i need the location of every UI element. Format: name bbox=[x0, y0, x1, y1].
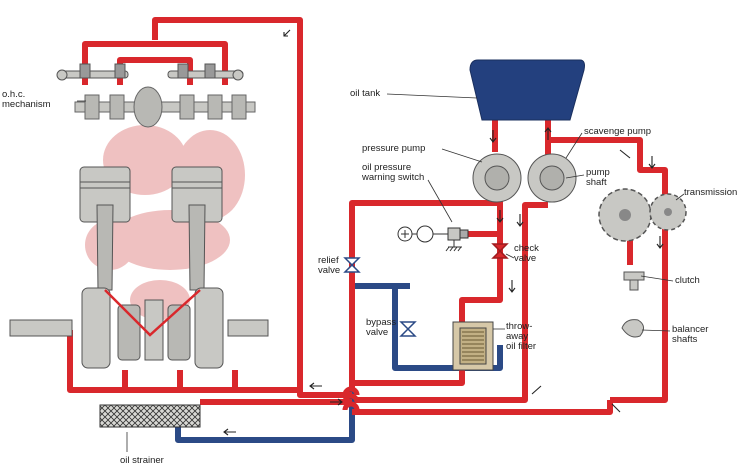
scavenge-pump bbox=[527, 153, 577, 203]
ohc-mechanism bbox=[56, 63, 256, 128]
leader-lines bbox=[77, 93, 685, 452]
label-balancer-shafts-text: balancer shafts bbox=[672, 324, 709, 345]
conrod-right bbox=[188, 204, 206, 291]
check-valve bbox=[491, 243, 509, 259]
transmission-gears bbox=[598, 188, 687, 242]
label-relief-valve-text: relief valve bbox=[318, 255, 341, 276]
return-lines bbox=[175, 283, 503, 443]
lower-return-line bbox=[352, 400, 613, 415]
pressure-pump bbox=[472, 153, 522, 203]
oil-pressure-warning-switch bbox=[397, 225, 469, 252]
label-throw-away-oil-filter: throw- away oil filter bbox=[506, 322, 566, 352]
label-relief-valve: relief valve bbox=[318, 256, 352, 276]
label-ohc-mechanism-text: o.h.c. mechanism bbox=[2, 89, 51, 110]
label-scavenge-pump: scavenge pump bbox=[584, 126, 652, 137]
pistons bbox=[79, 166, 223, 291]
label-balancer-shafts: balancer shafts bbox=[672, 325, 732, 345]
crossover-bumps bbox=[342, 386, 360, 411]
label-bypass-valve-text: bypass valve bbox=[366, 317, 397, 338]
label-oil-strainer: oil strainer bbox=[120, 455, 164, 466]
label-clutch: clutch bbox=[675, 275, 700, 286]
label-ohc-mechanism: o.h.c. mechanism bbox=[2, 90, 72, 110]
ground-icon bbox=[445, 240, 462, 252]
main-gallery-line bbox=[152, 17, 352, 398]
label-throw-away-oil-filter-text: throw- away oil filter bbox=[506, 321, 537, 352]
balancer-shafts bbox=[621, 319, 644, 338]
label-pressure-pump: pressure pump bbox=[362, 143, 426, 154]
scavenge-return-line bbox=[175, 283, 503, 443]
oil-filter bbox=[452, 321, 494, 371]
label-check-valve: check valve bbox=[514, 244, 554, 264]
oil-strainer bbox=[99, 404, 201, 428]
conrod-left bbox=[96, 204, 114, 291]
camshaft bbox=[74, 101, 256, 113]
ohc-feed-line bbox=[82, 41, 228, 85]
label-pump-shaft: pump shaft bbox=[586, 168, 626, 188]
rocker-arms bbox=[56, 63, 244, 81]
relief-valve bbox=[343, 257, 361, 273]
oil-tank bbox=[469, 59, 585, 121]
flow-arrow-icon bbox=[223, 29, 664, 436]
clutch bbox=[623, 271, 645, 291]
label-oil-pressure-warning-switch-text: oil pressure warning switch bbox=[362, 162, 425, 183]
label-oil-tank: oil tank bbox=[350, 88, 381, 99]
label-pump-shaft-text: pump shaft bbox=[586, 167, 610, 188]
bypass-valve bbox=[399, 321, 417, 337]
relief-loop-line bbox=[349, 200, 500, 390]
crank-feed-line bbox=[67, 330, 300, 393]
label-check-valve-text: check valve bbox=[514, 243, 539, 264]
scavenge-feed-line bbox=[355, 202, 548, 403]
filter-outlet-line bbox=[352, 370, 465, 386]
crankshaft bbox=[9, 287, 269, 369]
label-oil-pressure-warning-switch: oil pressure warning switch bbox=[362, 163, 462, 183]
label-bypass-valve: bypass valve bbox=[366, 318, 406, 338]
pump-to-filter-line bbox=[459, 200, 503, 322]
label-transmission: transmission bbox=[684, 187, 738, 198]
